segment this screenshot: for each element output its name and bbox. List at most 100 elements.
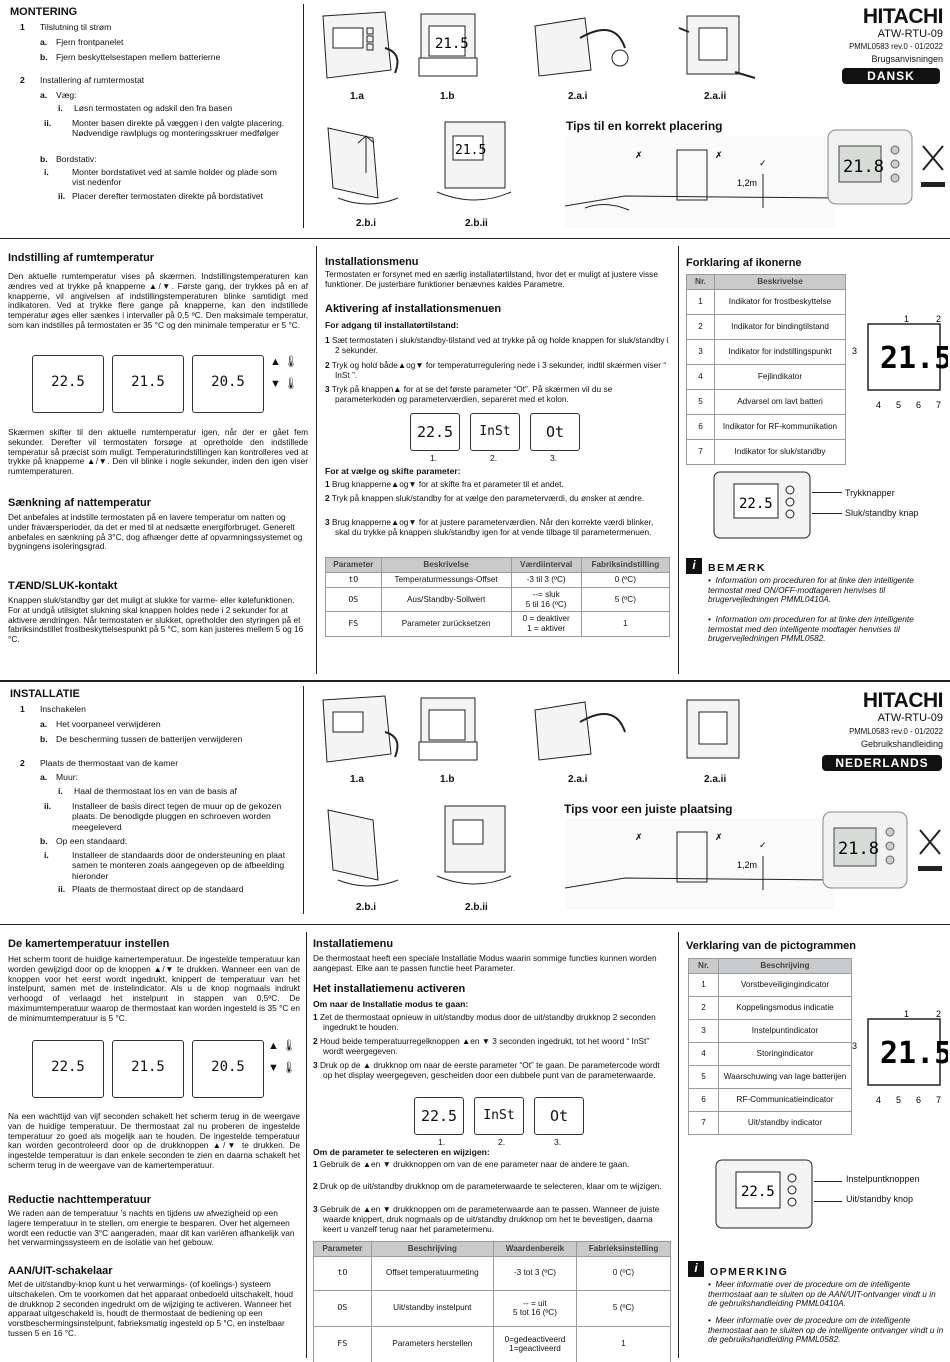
- thermostat-product-image: 21.8: [822, 811, 942, 889]
- lcd-icon-diagram: 21.5 1 2 3 4 5 6 7: [852, 1009, 948, 1105]
- svg-text:1: 1: [904, 1009, 909, 1019]
- icon-number: 5: [688, 1064, 719, 1089]
- brand-logo: HITACHI: [862, 689, 944, 712]
- thermostat-front-panel-image: [322, 11, 399, 79]
- install-menu-para: Termostaten er forsynet med en særlig in…: [325, 269, 658, 289]
- svg-text:2: 2: [936, 314, 941, 324]
- night-title: Reductie nachttemperatuur: [8, 1194, 152, 1206]
- install-menu-title: Installatiemenu: [313, 938, 394, 950]
- thermostat-product-image: 21.8: [827, 129, 945, 205]
- step-1b: b.Fjern beskyttelsestapen mellem batteri…: [40, 52, 221, 62]
- product-display-value: 21.8: [843, 157, 884, 177]
- note-1: • Meer informatie over de procedure om d…: [708, 1279, 936, 1309]
- svg-text:22.5: 22.5: [741, 1184, 775, 1200]
- model-number: ATW-RTU-09: [877, 712, 943, 724]
- note-2: • Information om proceduren for at linke…: [708, 614, 914, 644]
- activate-title: Aktivering af installationsmenuen: [325, 303, 502, 315]
- night-para: Det anbefales at indstille termostaten p…: [8, 512, 303, 552]
- wall-mount-image: [686, 699, 740, 759]
- icon-number: 4: [688, 1041, 719, 1066]
- temp-down-icon: ▼ 🌡: [268, 1062, 296, 1074]
- lcd-label-2: 2.: [490, 453, 498, 463]
- step-2a: a.Muur:: [40, 772, 78, 782]
- info-icon: i: [688, 1261, 704, 1277]
- select-step-1: 1 Gebruik de ▲en ▼ drukknoppen om van de…: [313, 1159, 630, 1169]
- step-2a-i: i.Haal de thermostaat los en van de basi…: [58, 786, 237, 796]
- select-step-2: 2 Druk op de uit/standby drukknop om de …: [313, 1181, 662, 1191]
- activate-step-3: 3 Tryk på knappen▲ for at se det første …: [325, 384, 613, 404]
- activate-subtitle: For adgang til installatørtilstand:: [325, 320, 459, 330]
- language-badge: NEDERLANDS: [822, 755, 942, 772]
- setpoint-para-2: Na een wachttijd van vijf seconden schak…: [8, 1111, 300, 1170]
- icon-number: 1: [686, 288, 715, 315]
- svg-text:5: 5: [896, 400, 901, 410]
- battery-tape-image: [418, 697, 478, 761]
- install-menu-title: Installationsmenu: [325, 256, 419, 268]
- svg-text:✗: ✗: [635, 150, 643, 160]
- lcd-setpoint-down: 20.5: [192, 355, 264, 413]
- thermostat-buttons-diagram: 22.5: [715, 1159, 813, 1229]
- select-title: Om de parameter te selecteren en wijzige…: [313, 1147, 490, 1157]
- height-label: 1,2m: [737, 860, 757, 870]
- note-2: • Meer informatie over de procedure om d…: [708, 1315, 944, 1345]
- select-step-3: 3 Gebruik de ▲en ▼ drukknoppen om de par…: [313, 1204, 660, 1234]
- montering-title: MONTERING: [10, 6, 78, 18]
- icon-number: 4: [686, 363, 715, 390]
- night-para: We raden aan de temperatuur 's nachts en…: [8, 1208, 295, 1248]
- model-number: ATW-RTU-09: [877, 28, 943, 40]
- placement-tips-image: ✗ ✗ ✓ 1,2m: [565, 818, 835, 910]
- select-step-2: 2 Tryk på knappen sluk/standby for at væ…: [325, 493, 645, 503]
- table-stand-image: [327, 809, 399, 887]
- step-1b: b.De bescherming tussen de batterijen ve…: [40, 734, 243, 744]
- activate-title: Het installatiemenu activeren: [313, 983, 466, 995]
- svg-text:✗: ✗: [715, 150, 723, 160]
- icon-description: Indikator for indstillingspunkt: [714, 338, 846, 365]
- temp-up-icon: ▲ 🌡: [268, 1040, 296, 1052]
- brand-logo: HITACHI: [862, 5, 944, 28]
- setpoint-para-1: Het scherm toont de huidige kamertempera…: [8, 954, 300, 1023]
- icon-number: 5: [686, 388, 715, 415]
- thermostat-on-stand-image: 21.5: [436, 121, 512, 201]
- svg-text:1: 1: [904, 314, 909, 324]
- icons-title: Forklaring af ikonerne: [686, 257, 802, 269]
- icon-number: 2: [688, 995, 719, 1020]
- install-menu-para: De thermostaat heeft een speciale Instal…: [313, 953, 657, 973]
- lcd-step-1: 22.5: [410, 413, 460, 451]
- svg-text:7: 7: [936, 1095, 941, 1105]
- lcd-step-2: InSt: [470, 413, 520, 451]
- step-2b-ii: ii.Plaats de thermostaat direct op de st…: [58, 884, 244, 894]
- icon-description: Advarsel om lavt batteri: [714, 388, 846, 415]
- svg-text:✗: ✗: [635, 832, 643, 842]
- fig-label-1a: 1.a: [350, 774, 364, 785]
- icon-number: 3: [686, 338, 715, 365]
- lcd-setpoint-up: 21.5: [112, 1040, 184, 1098]
- lcd-current-temp: 22.5: [32, 1040, 104, 1098]
- activate-step-2: 2 Tryk og hold både▲og▼ for temperaturre…: [325, 360, 667, 380]
- lcd-label-3: 3.: [554, 1137, 562, 1147]
- fig-label-2aii: 2.a.ii: [704, 774, 727, 785]
- setpoint-title: De kamertemperatuur instellen: [8, 938, 170, 950]
- step-1a: a.Het voorpaneel verwijderen: [40, 719, 161, 729]
- icon-description: Koppelingsmodus indicatie: [718, 995, 852, 1020]
- onoff-para: Met de uit/standby-knop kunt u het verwa…: [8, 1279, 294, 1338]
- note-title: OPMERKING: [710, 1266, 789, 1278]
- lcd-step-3: Ot: [534, 1097, 584, 1135]
- param-header: Parameter: [325, 557, 382, 573]
- tips-title: Tips voor een juiste plaatsing: [564, 802, 733, 816]
- activate-subtitle: Om naar de Installatie modus te gaan:: [313, 999, 469, 1009]
- icon-description: Indikator for frostbeskyttelse: [714, 288, 846, 315]
- icon-description: RF-Communicatieindicator: [718, 1087, 852, 1112]
- diagram-value: 21.5: [880, 341, 948, 376]
- svg-text:✗: ✗: [715, 832, 723, 842]
- parameter-table: Parameter Beschrijving Waardenbereik Fab…: [313, 1241, 671, 1362]
- icon-description: Fejlindikator: [714, 363, 846, 390]
